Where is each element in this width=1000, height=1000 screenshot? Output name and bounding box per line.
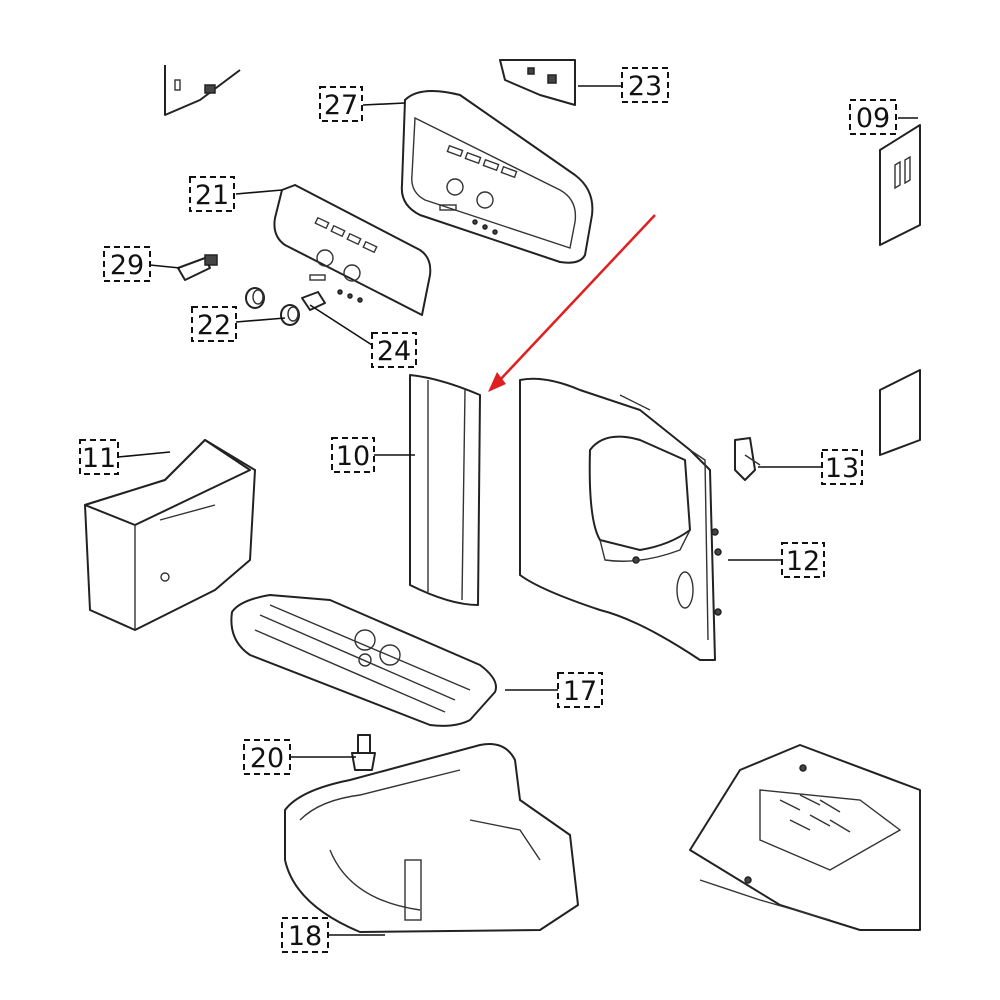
part-09-side-panel <box>879 124 921 456</box>
callout-10-label: 10 <box>336 441 370 472</box>
part-23-bracket <box>499 59 576 106</box>
callout-22: 22 <box>191 306 237 342</box>
callout-17-label: 17 <box>563 676 597 707</box>
part-13-latch <box>734 437 761 481</box>
callout-11: 11 <box>79 439 119 475</box>
part-11-water-tank <box>84 439 256 631</box>
callout-13-label: 13 <box>825 453 859 484</box>
callout-20: 20 <box>243 739 291 775</box>
highlight-arrow <box>488 214 656 392</box>
part-base-chassis <box>689 744 921 931</box>
part-27-panel-cover <box>400 90 594 264</box>
part-21-control-plate <box>273 184 432 316</box>
part-22-knobs <box>245 287 300 326</box>
callout-29-label: 29 <box>110 250 144 281</box>
callout-22-label: 22 <box>197 310 231 341</box>
callout-24-label: 24 <box>377 336 411 367</box>
callout-17: 17 <box>557 672 603 708</box>
callout-12-label: 12 <box>786 546 820 577</box>
part-20-foot <box>351 734 376 771</box>
callout-29: 29 <box>103 246 151 282</box>
callout-09-label: 09 <box>856 103 890 134</box>
callout-24: 24 <box>371 332 417 368</box>
callout-23-label: 23 <box>628 71 662 102</box>
callout-23: 23 <box>621 67 669 103</box>
part-24-connector <box>301 291 326 311</box>
callout-11-label: 11 <box>82 443 116 474</box>
callout-18-label: 18 <box>288 921 322 952</box>
callout-09: 09 <box>849 99 897 135</box>
part-17-drip-grid <box>230 594 497 727</box>
callout-27-label: 27 <box>324 90 358 121</box>
callout-20-label: 20 <box>250 743 284 774</box>
leader-lines <box>117 85 918 936</box>
callout-21-label: 21 <box>195 180 229 211</box>
callout-12: 12 <box>781 542 825 578</box>
callout-10: 10 <box>331 437 375 473</box>
part-top-left-panel <box>164 65 241 116</box>
part-10-door-panel <box>409 374 481 606</box>
part-18-drip-tray <box>284 743 579 933</box>
callout-21: 21 <box>189 176 235 212</box>
part-29-pin <box>177 254 218 281</box>
part-12-body-housing <box>519 377 722 661</box>
callout-13: 13 <box>821 449 863 485</box>
callout-18: 18 <box>281 917 329 953</box>
callout-27: 27 <box>319 86 363 122</box>
